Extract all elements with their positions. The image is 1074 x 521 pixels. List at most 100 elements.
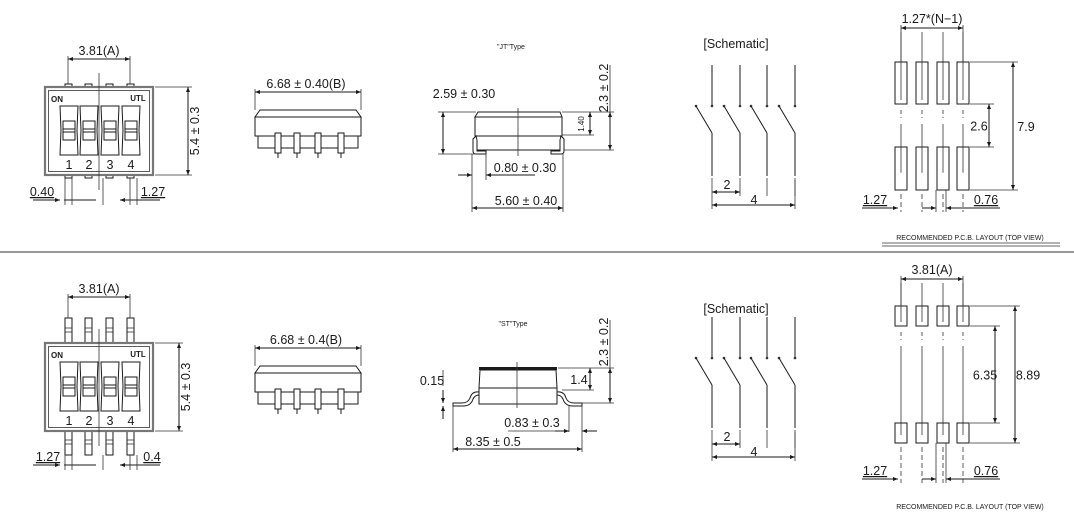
pad-pitch-label: 1.27 <box>863 193 887 207</box>
pin <box>105 317 114 344</box>
side-view: 6.68 ± 0.4(B) <box>254 333 362 414</box>
switch-symbol <box>694 65 714 196</box>
lead-dimension-label: 0.83 ± 0.3 <box>504 416 560 430</box>
housing <box>254 116 362 137</box>
switch-number: 4 <box>128 158 135 172</box>
housing <box>474 116 563 137</box>
switch-blade <box>750 357 768 386</box>
total-height-dimension-label: 2.3 ± 0.2 <box>597 318 611 367</box>
switch-symbol <box>722 317 742 448</box>
actuator-cover <box>254 109 362 118</box>
body-height-dimension-label: 1.40 <box>577 116 586 132</box>
switch-actuator <box>79 105 99 156</box>
gull-lead-right <box>556 391 583 407</box>
pin <box>274 388 282 410</box>
switch-knob <box>62 120 76 141</box>
length-dimension-label: 6.68 ± 0.40(B) <box>266 77 345 91</box>
brand-logo: UTL <box>130 94 146 103</box>
body-height-dimension-label: 1.4 <box>570 373 587 387</box>
switch-blade <box>695 357 713 386</box>
span-dimension-label: 4 <box>751 193 758 207</box>
actuator-cover <box>474 111 563 118</box>
switch-actuator <box>100 361 120 412</box>
length-dimension-label: 6.68 ± 0.4(B) <box>270 333 342 347</box>
span-dimension-label: 4 <box>751 445 758 459</box>
switch-symbol <box>749 317 769 448</box>
lead-dimension-label: 0.80 ± 0.30 <box>494 161 557 175</box>
width-dimension-label: 5.60 ± 0.40 <box>495 194 558 208</box>
switch-actuator <box>59 361 79 412</box>
actuator-cover <box>254 365 362 374</box>
contact-dot <box>738 356 742 360</box>
st-type-side-view: "ST"Type 0.15 1.4 2.3 ± 0.2 0.83 ± 0.3 8.35 ±… <box>420 318 614 452</box>
lead-thickness-label: 0.15 <box>420 374 444 388</box>
outer-dimension-label: 8.89 <box>1016 369 1040 383</box>
pin <box>337 132 345 154</box>
switch-number: 3 <box>107 158 114 172</box>
gull-lead-left <box>452 391 480 407</box>
actuator-cover <box>479 367 557 370</box>
pin <box>64 429 73 456</box>
height-dimension-label: 5.4 ± 0.3 <box>188 107 202 156</box>
pin <box>314 132 322 154</box>
housing-base <box>478 387 558 405</box>
dimension-label: 1.27 <box>141 185 165 199</box>
switch-symbol <box>749 65 769 196</box>
pitch-dimension-label: 2 <box>724 178 731 192</box>
on-label: ON <box>51 351 63 360</box>
pin <box>64 317 73 344</box>
inner-dimension-label: 6.35 <box>973 369 997 383</box>
side-view: 6.68 ± 0.40(B) <box>254 77 362 158</box>
switch-actuator <box>100 105 120 156</box>
type-title: "ST"Type <box>498 321 527 328</box>
pitch-dimension-label: 3.81(A) <box>79 282 120 296</box>
pcb-layout-caption: RECOMMENDED P.C.B. LAYOUT (TOP VIEW) <box>896 504 1044 511</box>
switch-knob <box>82 120 96 141</box>
housing-base <box>257 135 359 149</box>
j-lead-right <box>550 135 565 155</box>
pin <box>293 388 301 410</box>
inner-dimension-label: 2.6 <box>970 120 987 134</box>
switch-symbol <box>777 317 797 448</box>
pitch-dimension-label: 3.81(A) <box>912 263 953 277</box>
switch-number: 4 <box>128 414 135 428</box>
switch-symbol <box>722 65 742 196</box>
switch-blade <box>750 105 768 134</box>
width-dimension-label: 8.35 ± 0.5 <box>465 435 521 449</box>
switch-number: 3 <box>107 414 114 428</box>
pin <box>126 429 135 456</box>
switch-knob <box>103 120 117 141</box>
switch-number: 2 <box>86 414 93 428</box>
pitch-dimension-label: 3.81(A) <box>79 44 120 58</box>
type-title: "JT"Type <box>497 44 525 51</box>
height-dimension-label: 5.4 ± 0.3 <box>179 363 193 412</box>
contact-dot <box>710 356 714 360</box>
switch-knob <box>103 376 117 397</box>
switch-actuator <box>121 361 141 412</box>
housing <box>478 369 558 389</box>
switch-blade <box>723 105 741 134</box>
dimension-label: 0.40 <box>30 185 54 199</box>
switch-blade <box>778 105 796 134</box>
pad-pitch-label: 1.27 <box>863 464 887 478</box>
schematic: [Schematic]24 <box>694 37 797 209</box>
on-label: ON <box>51 95 63 104</box>
pin <box>314 388 322 410</box>
pin <box>126 317 135 344</box>
switch-knob <box>82 376 96 397</box>
housing <box>254 372 362 393</box>
switch-symbol <box>694 317 714 448</box>
contact-dot <box>765 356 769 360</box>
contact-dot <box>793 104 797 108</box>
switch-blade <box>778 357 796 386</box>
dimension-label: 1.27 <box>36 450 60 464</box>
switch-symbol <box>777 65 797 196</box>
